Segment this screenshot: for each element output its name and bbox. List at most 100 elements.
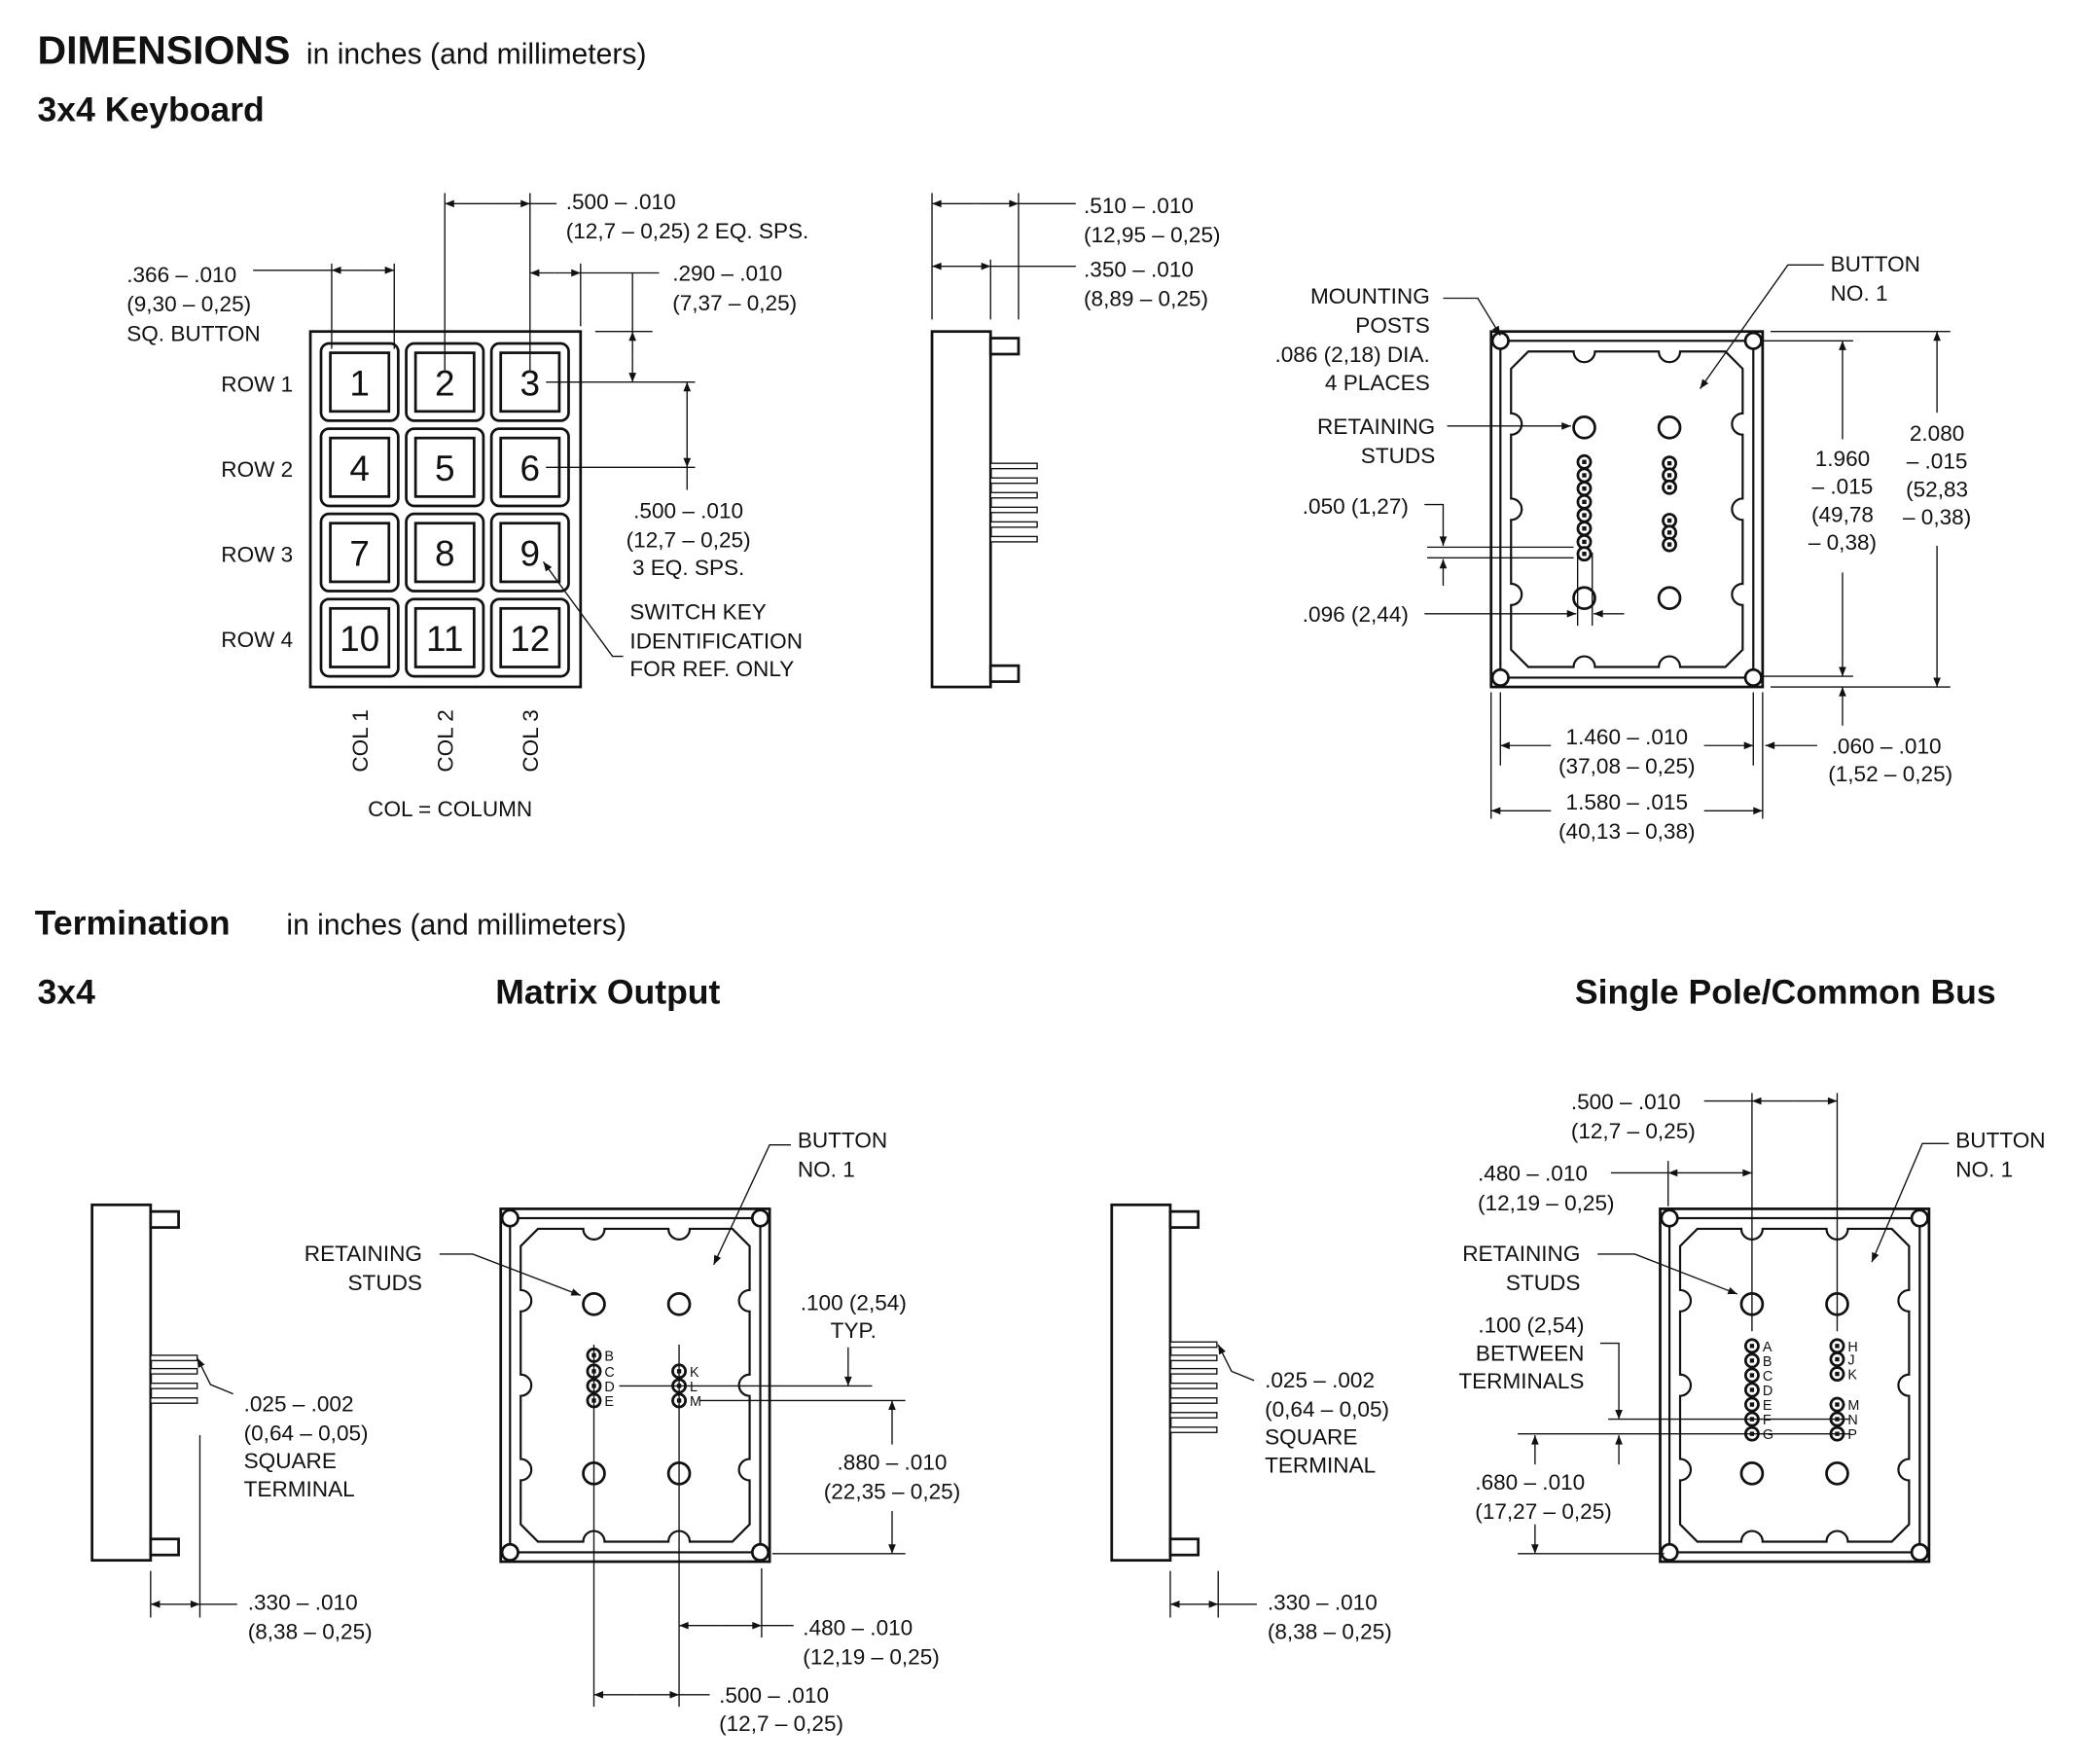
dim-inner-height: – .015 <box>1812 475 1874 499</box>
dim-480-mm: (12,19 – 0,25) <box>1478 1191 1614 1215</box>
between-label: .100 (2,54) <box>1478 1314 1584 1338</box>
terminal-label: TERMINAL <box>1265 1453 1376 1477</box>
dim-inner-height: – 0,38) <box>1808 530 1877 555</box>
switch-note: SWITCH KEY <box>629 599 766 624</box>
terminal-pin <box>989 521 1038 528</box>
row-label: ROW 2 <box>221 457 293 482</box>
mounting-post-hole <box>1743 667 1763 688</box>
terminal-letter: A <box>1763 1340 1773 1355</box>
pad-width-label: .096 (2,44) <box>1303 602 1409 627</box>
page-subtitle: in inches (and millimeters) <box>306 39 647 71</box>
key-label: 6 <box>520 449 541 488</box>
frame-outer <box>499 1207 771 1564</box>
housing <box>930 330 992 689</box>
terminal-label: SQUARE <box>244 1449 337 1473</box>
terminal-letter: C <box>1763 1369 1773 1385</box>
key-button: 7 <box>319 512 400 593</box>
terminal-pin <box>989 535 1038 543</box>
retaining-stud <box>1572 586 1596 611</box>
keyboard-side-view: .510 – .010 (12,95 – 0,25) .350 – .010 (… <box>930 193 1221 689</box>
terminal-square <box>1582 499 1587 505</box>
dim-500: .500 – .010 <box>719 1683 829 1708</box>
terminal-pin <box>150 1354 198 1362</box>
dim-button-size-mm: (9,30 – 0,25) <box>126 292 251 316</box>
mounting-post-hole <box>1910 1208 1929 1228</box>
frame-outer <box>1489 330 1765 689</box>
switch-note: FOR REF. ONLY <box>629 657 794 681</box>
terminal-letter: H <box>1847 1340 1857 1355</box>
keyboard-back-view: MOUNTING POSTS .086 (2,18) DIA. 4 PLACES… <box>1274 252 1971 844</box>
key-label: 8 <box>435 534 455 574</box>
housing <box>90 1203 153 1563</box>
key-label: 11 <box>426 619 463 659</box>
terminal-letter: P <box>1847 1427 1857 1443</box>
key-button: 5 <box>405 427 485 508</box>
terminal-pin <box>150 1397 198 1404</box>
mounting-label: .086 (2,18) DIA. <box>1274 342 1429 367</box>
inner-panel <box>1678 1227 1911 1543</box>
dim-body-depth: .350 – .010 <box>1084 258 1194 282</box>
terminal-pin <box>1169 1397 1218 1404</box>
key-label: 10 <box>340 619 379 659</box>
key-face <box>413 436 476 498</box>
dim-880: .880 – .010 <box>838 1451 948 1475</box>
studs-label: STUDS <box>348 1271 422 1295</box>
key-label: 2 <box>435 363 455 403</box>
terminal-pin <box>1169 1341 1218 1349</box>
terminal-label: TERMINAL <box>244 1477 355 1501</box>
key-label: 5 <box>435 449 455 488</box>
terminal-square <box>1666 473 1672 478</box>
terminal-label: .025 – .002 <box>244 1391 354 1416</box>
terminal-letter: D <box>1763 1384 1773 1399</box>
terminal-square <box>1666 460 1672 466</box>
key-button: 12 <box>489 597 570 678</box>
mounting-post <box>988 664 1021 683</box>
button-no1-label: NO. 1 <box>1831 281 1888 306</box>
studs-label: RETAINING <box>1462 1242 1580 1266</box>
key-button: 9 <box>489 512 570 593</box>
dim-480: .480 – .010 <box>803 1615 913 1639</box>
terminal-pin <box>150 1382 198 1389</box>
terminal-letter: M <box>690 1394 701 1410</box>
terminal-label: SQUARE <box>1265 1425 1357 1450</box>
terminal-letter: D <box>604 1380 614 1395</box>
key-button: 8 <box>405 512 485 593</box>
retaining-stud <box>1825 1461 1849 1486</box>
row-label: ROW 1 <box>221 372 293 396</box>
key-button: 1 <box>319 342 400 422</box>
terminal-letter: E <box>1763 1398 1773 1414</box>
dim-680-mm: (17,27 – 0,25) <box>1475 1499 1612 1524</box>
mounting-post <box>1168 1537 1200 1557</box>
terminal-square <box>1835 1344 1840 1349</box>
mounting-label: POSTS <box>1355 313 1429 338</box>
studs-label: STUDS <box>1506 1271 1580 1295</box>
retaining-stud <box>582 1292 606 1316</box>
typ-pitch-label: .100 (2,54) <box>801 1290 907 1314</box>
dim-edge-mm: (7,37 – 0,25) <box>672 291 797 315</box>
single-pole-side-view: .025 – .002 (0,64 – 0,05) SQUARE TERMINA… <box>1110 1203 1392 1643</box>
terminal-pin <box>989 477 1038 485</box>
terminal-pin <box>1169 1382 1218 1389</box>
key-face <box>329 351 391 414</box>
key-label: 12 <box>510 619 550 659</box>
termination-title: Termination <box>35 904 231 943</box>
inner-panel <box>519 1227 751 1543</box>
retaining-stud <box>1572 415 1596 440</box>
terminal-square <box>1749 1358 1755 1363</box>
terminal-label: (0,64 – 0,05) <box>1265 1397 1389 1422</box>
dim-v-spacing-mm: (12,7 – 0,25) <box>627 527 751 552</box>
dim-outer-height: (52,83 <box>1906 477 1968 501</box>
dim-880-mm: (22,35 – 0,25) <box>824 1480 961 1504</box>
button-no1-label: BUTTON <box>1955 1128 2045 1152</box>
key-face <box>499 606 561 668</box>
terminal-square <box>1582 459 1587 464</box>
key-face <box>413 522 476 584</box>
col-label: COL 1 <box>348 709 373 772</box>
frame-inner <box>1499 340 1755 679</box>
depth-label: (8,38 – 0,25) <box>1268 1619 1392 1643</box>
dim-total-depth-mm: (12,95 – 0,25) <box>1084 223 1221 247</box>
mounting-post <box>1168 1209 1200 1229</box>
mounting-post-hole <box>1660 1542 1679 1563</box>
